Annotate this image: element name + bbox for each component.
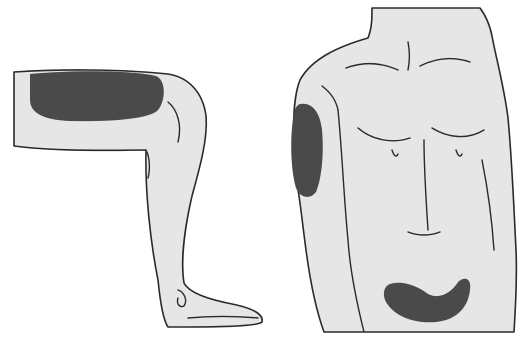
torso-figure bbox=[291, 8, 516, 332]
thigh-injection-zone bbox=[30, 71, 164, 121]
leg-figure bbox=[14, 70, 262, 327]
upper-arm-injection-zone bbox=[291, 104, 323, 197]
